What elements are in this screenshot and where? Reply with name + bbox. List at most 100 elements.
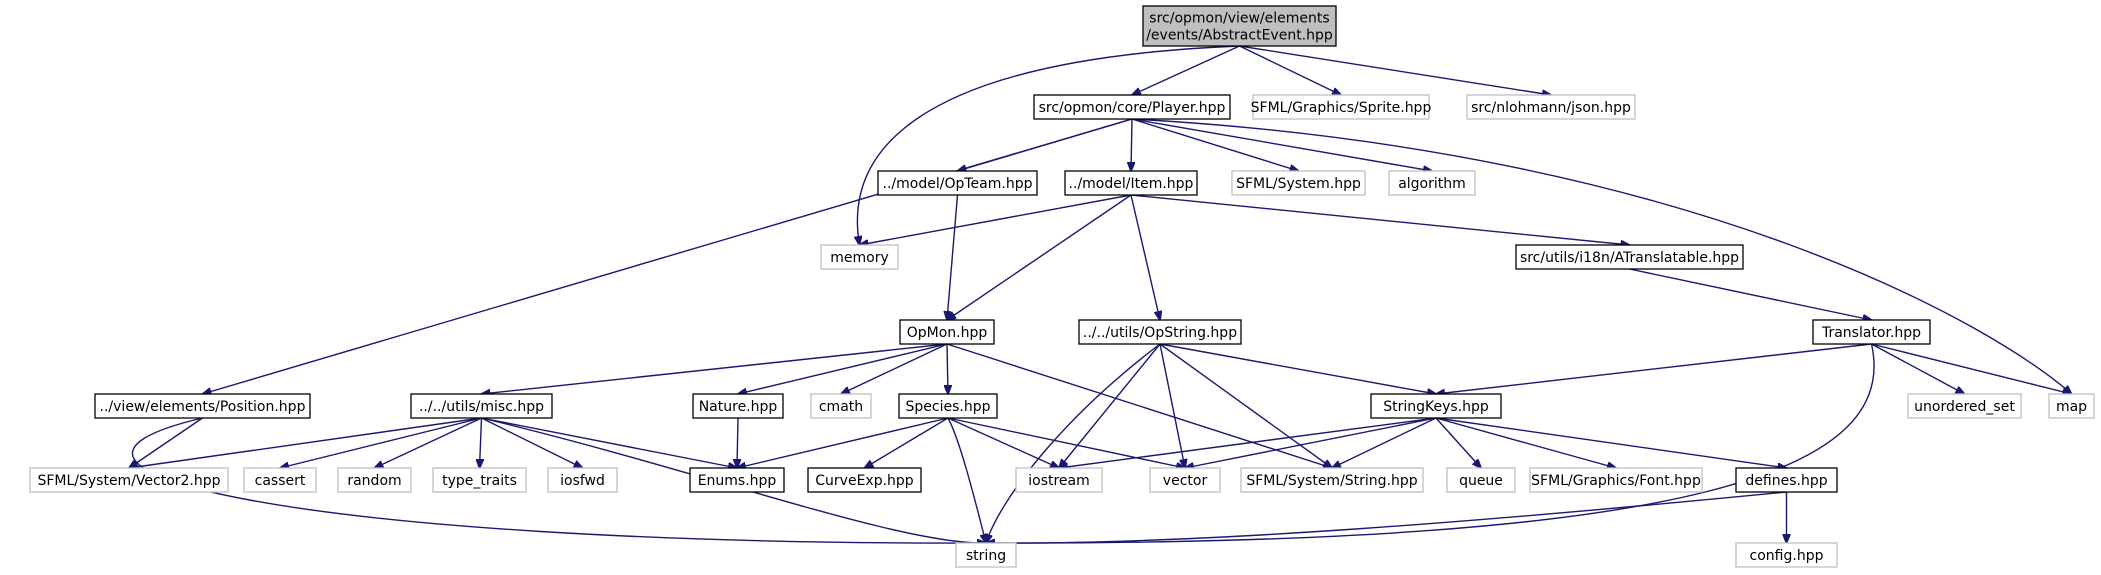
node-label: src/opmon/view/elements <box>1149 11 1329 27</box>
node-label: cassert <box>255 473 306 489</box>
node-label: SFML/Graphics/Font.hpp <box>1531 473 1701 489</box>
node-label: iosfwd <box>560 473 605 489</box>
node-label: unordered_set <box>1914 399 2015 415</box>
edge-species-to-enums <box>737 417 949 468</box>
node-box <box>1142 5 1337 47</box>
edge-misc-to-type_traits <box>480 417 482 468</box>
node-label: src/nlohmann/json.hpp <box>1471 100 1631 116</box>
node-box <box>1735 542 1838 568</box>
edge-player-to-sfml_system <box>1131 118 1299 171</box>
node-box <box>1529 467 1703 493</box>
node-box <box>1064 170 1198 196</box>
edge-opstring-to-sfml_string <box>1159 343 1332 468</box>
edge-abstract_event-to-json <box>1239 45 1552 95</box>
node-item[interactable]: ../model/Item.hpp <box>1064 170 1198 196</box>
edge-species-to-curveexp <box>865 417 949 468</box>
node-label: type_traits <box>442 473 517 489</box>
node-iostream: iostream <box>1015 467 1103 493</box>
node-label: src/opmon/core/Player.hpp <box>1039 100 1226 116</box>
edge-misc-to-vector2 <box>129 417 482 468</box>
node-curveexp[interactable]: CurveExp.hpp <box>807 467 922 493</box>
node-label: Nature.hpp <box>699 399 778 415</box>
edge-player-to-algorithm <box>1131 118 1432 171</box>
node-label: SFML/Graphics/Sprite.hpp <box>1251 100 1432 116</box>
node-label: vector <box>1163 473 1208 489</box>
node-queue: queue <box>1446 467 1516 493</box>
node-label: ../../utils/misc.hpp <box>419 399 544 415</box>
node-box <box>1370 393 1502 419</box>
edge-item-to-atranslatable <box>1130 194 1630 245</box>
node-translator[interactable]: Translator.hpp <box>1812 319 1931 345</box>
node-string: string <box>955 542 1017 568</box>
node-sfml_system: SFML/System.hpp <box>1231 170 1366 196</box>
edge-opstring-to-string <box>986 343 1161 543</box>
node-species[interactable]: Species.hpp <box>898 393 998 419</box>
node-box <box>243 467 317 493</box>
node-box <box>1240 467 1424 493</box>
node-label: StringKeys.hpp <box>1383 399 1489 415</box>
node-label: random <box>347 473 401 489</box>
node-iosfwd: iosfwd <box>547 467 618 493</box>
node-enums[interactable]: Enums.hpp <box>689 467 785 493</box>
edge-stringkeys-to-sfml_font <box>1435 417 1616 468</box>
node-box <box>94 393 311 419</box>
node-label: memory <box>830 250 889 266</box>
node-opstring[interactable]: ../../utils/OpString.hpp <box>1078 319 1242 345</box>
node-box <box>1812 319 1931 345</box>
edge-stringkeys-to-vector <box>1185 417 1437 468</box>
node-sfml_font: SFML/Graphics/Font.hpp <box>1529 467 1703 493</box>
edge-misc-to-enums <box>481 417 738 468</box>
node-label: map <box>2056 399 2087 415</box>
node-box <box>1078 319 1242 345</box>
node-player[interactable]: src/opmon/core/Player.hpp <box>1033 94 1231 120</box>
node-box <box>1033 94 1231 120</box>
edge-opstring-to-vector <box>1159 343 1185 468</box>
node-atranslatable[interactable]: src/utils/i18n/ATranslatable.hpp <box>1515 244 1744 270</box>
edges-layer <box>129 45 2072 543</box>
edge-item-to-memory <box>860 194 1132 245</box>
edge-opstring-to-stringkeys <box>1159 343 1436 394</box>
node-label: OpMon.hpp <box>907 325 988 341</box>
node-memory: memory <box>820 244 899 270</box>
node-opmon[interactable]: OpMon.hpp <box>899 319 995 345</box>
edge-species-to-string <box>947 417 986 543</box>
node-box <box>899 319 995 345</box>
node-box <box>410 393 553 419</box>
node-opteam[interactable]: ../model/OpTeam.hpp <box>877 170 1038 196</box>
node-box <box>337 467 412 493</box>
node-label: defines.hpp <box>1745 473 1827 489</box>
node-box <box>692 393 784 419</box>
edge-translator-to-stringkeys <box>1436 343 1872 394</box>
node-box <box>1015 467 1103 493</box>
edge-abstract_event-to-memory <box>857 45 1240 245</box>
node-label: ../model/Item.hpp <box>1069 176 1194 192</box>
node-defines[interactable]: defines.hpp <box>1735 467 1838 493</box>
node-stringkeys[interactable]: StringKeys.hpp <box>1370 393 1502 419</box>
node-misc[interactable]: ../../utils/misc.hpp <box>410 393 553 419</box>
edge-opmon-to-nature <box>738 343 948 394</box>
nodes-layer: src/opmon/view/elements/events/AbstractE… <box>29 5 2095 568</box>
node-abstract_event[interactable]: src/opmon/view/elements/events/AbstractE… <box>1142 5 1337 47</box>
node-label: algorithm <box>1398 176 1466 192</box>
node-nature[interactable]: Nature.hpp <box>692 393 784 419</box>
edge-nature-to-enums <box>737 417 738 468</box>
node-box <box>1735 467 1838 493</box>
node-box <box>810 393 872 419</box>
node-position[interactable]: ../view/elements/Position.hpp <box>94 393 311 419</box>
edge-misc-to-random <box>375 417 482 468</box>
node-box <box>29 467 229 493</box>
edge-opstring-to-iostream <box>1059 343 1161 468</box>
node-json: src/nlohmann/json.hpp <box>1466 94 1636 120</box>
node-label: SFML/System/String.hpp <box>1246 473 1417 489</box>
node-config: config.hpp <box>1735 542 1838 568</box>
node-label: config.hpp <box>1750 548 1824 564</box>
node-box <box>820 244 899 270</box>
node-algorithm: algorithm <box>1388 170 1476 196</box>
edge-translator-to-unordered_set <box>1871 343 1965 394</box>
edge-item-to-opstring <box>1130 194 1160 320</box>
edge-position-to-string <box>131 417 986 543</box>
node-label: /events/AbstractEvent.hpp <box>1146 28 1333 44</box>
node-box <box>877 170 1038 196</box>
edge-species-to-vector <box>947 417 1185 468</box>
